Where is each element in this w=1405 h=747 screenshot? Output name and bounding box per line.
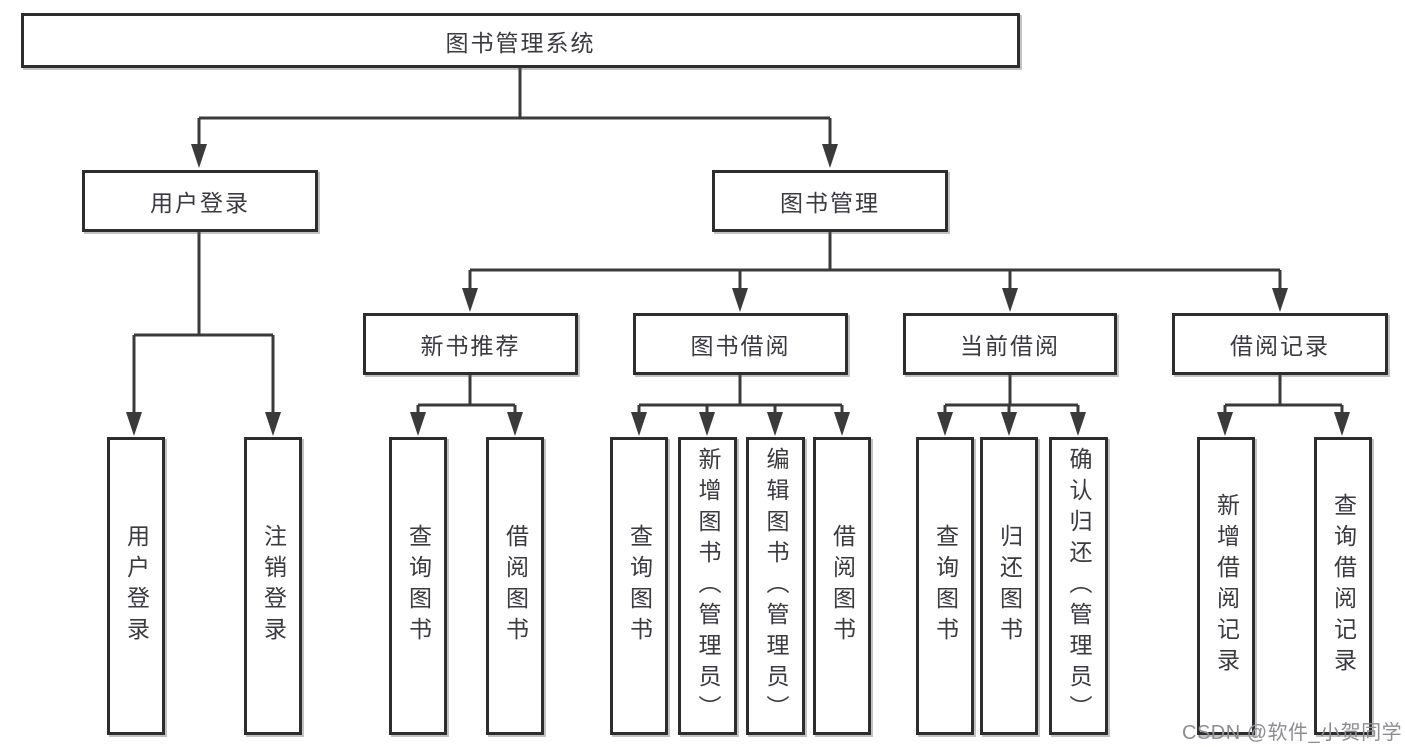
arrowhead (822, 144, 838, 168)
arrowhead (937, 412, 953, 436)
connector-new-books-split (410, 375, 523, 436)
leaf-user-login: 用户登录 (107, 437, 165, 735)
leaf-label: 查询图书 (405, 524, 432, 648)
leaf-borrow-books-2: 借阅图书 (813, 437, 871, 735)
connector-line (639, 375, 842, 407)
arrowhead (191, 144, 207, 168)
node-label: 图书借阅 (690, 333, 791, 359)
leaf-label: 新增借阅记录 (1213, 493, 1240, 679)
arrow-stem (637, 405, 844, 414)
arrowhead (732, 288, 748, 312)
csdn-watermark: CSDN @软件_小贺同学 (1182, 722, 1403, 744)
leaf-query-borrow-record: 查询借阅记录 (1314, 437, 1372, 735)
arrowhead (1001, 412, 1017, 436)
leaf-return-books: 归还图书 (980, 437, 1038, 735)
connector-line (134, 232, 273, 337)
connector-current-borrow-split (937, 375, 1086, 436)
connector-line (1225, 375, 1342, 407)
connector-line (945, 375, 1078, 407)
leaf-add-borrow-record: 新增借阅记录 (1197, 437, 1255, 735)
arrowhead (1272, 288, 1288, 312)
arrowhead (265, 412, 281, 436)
connector-line (470, 232, 1280, 272)
leaf-label: 确认归还（管理员） (1066, 446, 1092, 726)
leaf-label: 借阅图书 (502, 524, 529, 648)
connector-borrow-records-split (1217, 375, 1350, 436)
node-label: 图书管理 (780, 190, 880, 216)
arrowhead (1217, 412, 1233, 436)
leaf-label: 归还图书 (996, 524, 1023, 648)
leaf-confirm-return-admin: 确认归还（管理员） (1049, 437, 1108, 735)
node-new-books: 新书推荐 (363, 313, 578, 375)
leaf-label: 查询图书 (626, 524, 653, 648)
arrowhead (410, 412, 426, 436)
leaf-borrow-books-1: 借阅图书 (486, 437, 544, 735)
leaf-query-books-1: 查询图书 (389, 437, 447, 735)
arrowhead (126, 412, 142, 436)
connector-user-login-split (126, 232, 281, 436)
node-root: 图书管理系统 (21, 13, 1020, 68)
arrowhead (1334, 412, 1350, 436)
arrowhead (631, 412, 647, 436)
connector-line (418, 375, 515, 407)
arrow-stem (468, 270, 1282, 290)
node-label: 借阅记录 (1230, 333, 1330, 359)
arrowhead (834, 412, 850, 436)
arrow-stem (197, 118, 832, 146)
leaf-query-books-2: 查询图书 (610, 437, 668, 735)
leaf-label: 查询借阅记录 (1330, 493, 1357, 679)
leaf-label: 编辑图书（管理员） (763, 446, 789, 726)
leaf-label: 借阅图书 (829, 524, 856, 648)
leaf-label: 新增图书（管理员） (695, 446, 721, 726)
node-root-label: 图书管理系统 (445, 29, 596, 56)
node-label: 新书推荐 (420, 333, 521, 359)
node-current-borrow: 当前借阅 (903, 313, 1117, 375)
leaf-label: 注销登录 (260, 524, 287, 648)
arrowhead (1002, 288, 1018, 312)
leaf-label: 查询图书 (932, 524, 959, 648)
connector-book-borrow-split (631, 375, 850, 436)
leaf-query-books-3: 查询图书 (916, 437, 974, 735)
node-borrow-records: 借阅记录 (1172, 313, 1388, 375)
node-label: 当前借阅 (960, 333, 1060, 359)
arrowhead (699, 412, 715, 436)
node-label: 用户登录 (150, 190, 250, 216)
leaf-edit-books-admin: 编辑图书（管理员） (746, 437, 805, 735)
node-user-login: 用户登录 (82, 170, 318, 232)
arrowhead (1070, 412, 1086, 436)
node-book-mgmt: 图书管理 (712, 170, 948, 232)
leaf-add-books-admin: 新增图书（管理员） (678, 437, 737, 735)
arrowhead (507, 412, 523, 436)
arrowhead (462, 288, 478, 312)
connector-line (199, 68, 830, 120)
node-book-borrow: 图书借阅 (633, 313, 848, 375)
connector-book-mgmt-split (462, 232, 1288, 312)
leaf-logout: 注销登录 (244, 437, 302, 735)
leaf-label: 用户登录 (123, 524, 150, 648)
arrow-stem (132, 335, 275, 414)
connector-root-split (191, 68, 838, 168)
arrowhead (767, 412, 783, 436)
